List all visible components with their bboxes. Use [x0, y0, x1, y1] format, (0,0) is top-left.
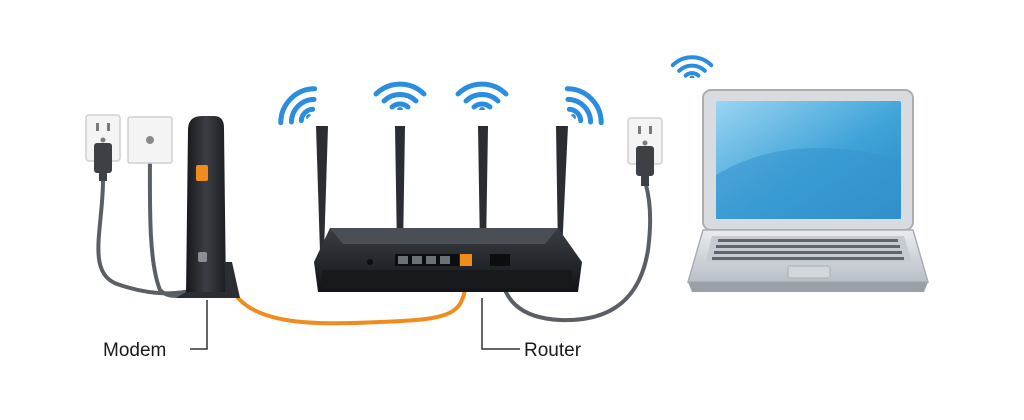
- modem-label: Modem: [103, 340, 167, 361]
- wifi-icon: [670, 55, 714, 78]
- router-leader-line: [481, 298, 520, 350]
- wifi-icon: [458, 84, 506, 113]
- modem-leader-line: [190, 300, 208, 350]
- router: [314, 228, 582, 292]
- modem-power-cable: [96, 179, 196, 296]
- coax-wall-plate-icon: [127, 116, 173, 164]
- wifi-icon: [376, 84, 424, 113]
- router-antennas: [316, 126, 568, 252]
- plug-icon: [94, 143, 112, 181]
- router-power-cable: [498, 184, 653, 323]
- modem: [176, 116, 240, 298]
- laptop: [687, 89, 929, 292]
- laptop-keyboard: [712, 239, 904, 260]
- router-label: Router: [524, 340, 582, 361]
- plug-icon: [636, 146, 654, 186]
